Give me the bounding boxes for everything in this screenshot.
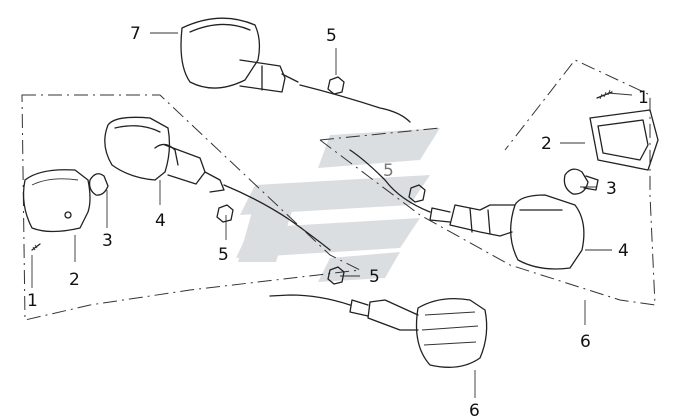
callout-5-left: 5 bbox=[218, 245, 229, 265]
screw-right bbox=[596, 89, 613, 100]
bulb-right bbox=[563, 168, 599, 195]
bulb-left bbox=[88, 173, 109, 196]
callout-3-left: 3 bbox=[102, 231, 113, 251]
nut-left bbox=[216, 204, 234, 223]
nut-top bbox=[327, 76, 345, 95]
callout-5-mid: 5 bbox=[383, 161, 394, 181]
leader-lines bbox=[31, 32, 633, 398]
callout-7: 7 bbox=[130, 24, 141, 44]
callout-1-left: 1 bbox=[27, 291, 38, 311]
callout-4-right: 4 bbox=[618, 241, 629, 261]
callout-5-top: 5 bbox=[326, 26, 337, 46]
callout-2-left: 2 bbox=[69, 270, 80, 290]
screw-left bbox=[31, 243, 41, 251]
callout-6-right: 6 bbox=[580, 332, 591, 352]
right-group-outline bbox=[319, 59, 656, 306]
nut-lower bbox=[327, 266, 345, 285]
turn-signal-lens-top bbox=[180, 17, 411, 123]
watermark-logo bbox=[236, 128, 440, 282]
callout-3-right: 3 bbox=[606, 179, 617, 199]
callout-5-lower: 5 bbox=[369, 267, 380, 287]
housing-right bbox=[349, 149, 585, 270]
turn-signal-bottom bbox=[269, 294, 488, 368]
nut-mid bbox=[408, 184, 426, 203]
left-group-outline bbox=[21, 94, 362, 321]
callout-4-left: 4 bbox=[155, 211, 166, 231]
lens-right bbox=[589, 109, 659, 171]
callout-6-bottom: 6 bbox=[469, 401, 480, 420]
lens-left bbox=[22, 169, 91, 233]
housing-left bbox=[104, 116, 331, 251]
callout-2-right: 2 bbox=[541, 134, 552, 154]
callout-1-right: 1 bbox=[638, 88, 649, 108]
